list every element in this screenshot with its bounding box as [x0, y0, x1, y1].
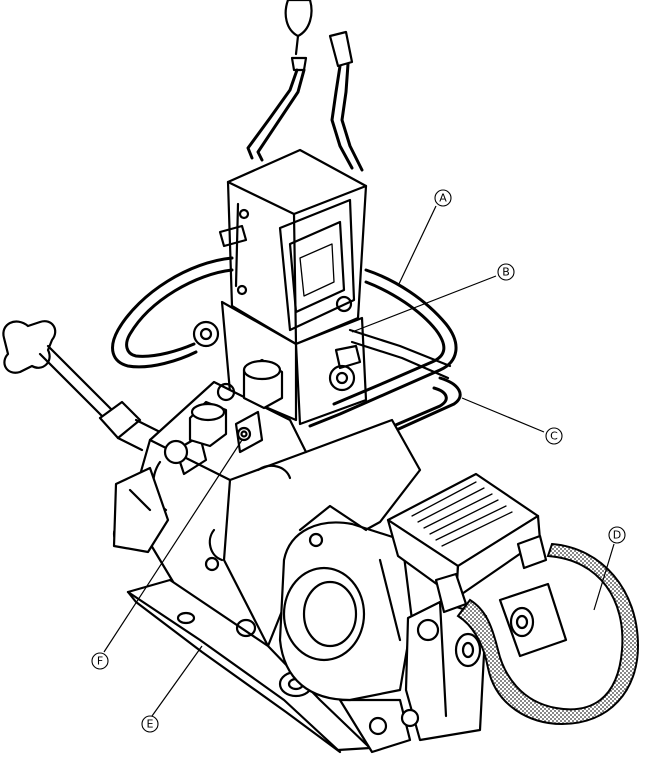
callout-f-label: F [97, 655, 103, 668]
callout-a-label: A [439, 192, 447, 205]
callout-b: B [497, 263, 515, 281]
callout-e-label: E [147, 718, 154, 731]
wiring-harness [456, 542, 640, 726]
callout-d-label: D [613, 529, 621, 542]
shift-tower [218, 148, 368, 346]
leader-d [593, 543, 615, 611]
left-flange [112, 466, 170, 554]
hydraulic-tubes [111, 256, 462, 448]
callout-c-label: C [550, 430, 558, 443]
support-bracket [400, 582, 568, 742]
callout-d: D [608, 526, 626, 544]
callout-f: F [91, 652, 109, 670]
leader-c [461, 397, 545, 433]
leader-e [151, 645, 203, 717]
selector-lever [328, 30, 364, 172]
leader-b [351, 275, 497, 333]
callout-c: C [545, 427, 563, 445]
switch-box [386, 472, 548, 614]
callout-e: E [141, 715, 159, 733]
dipstick-handle [2, 320, 162, 452]
leader-f [103, 439, 243, 653]
callout-a: A [434, 189, 452, 207]
gear-lever [246, 0, 313, 162]
leader-lines [103, 205, 615, 717]
output-housing [278, 504, 414, 702]
leader-a [397, 205, 437, 287]
base-plate [126, 578, 412, 754]
callout-b-label: B [502, 266, 510, 279]
